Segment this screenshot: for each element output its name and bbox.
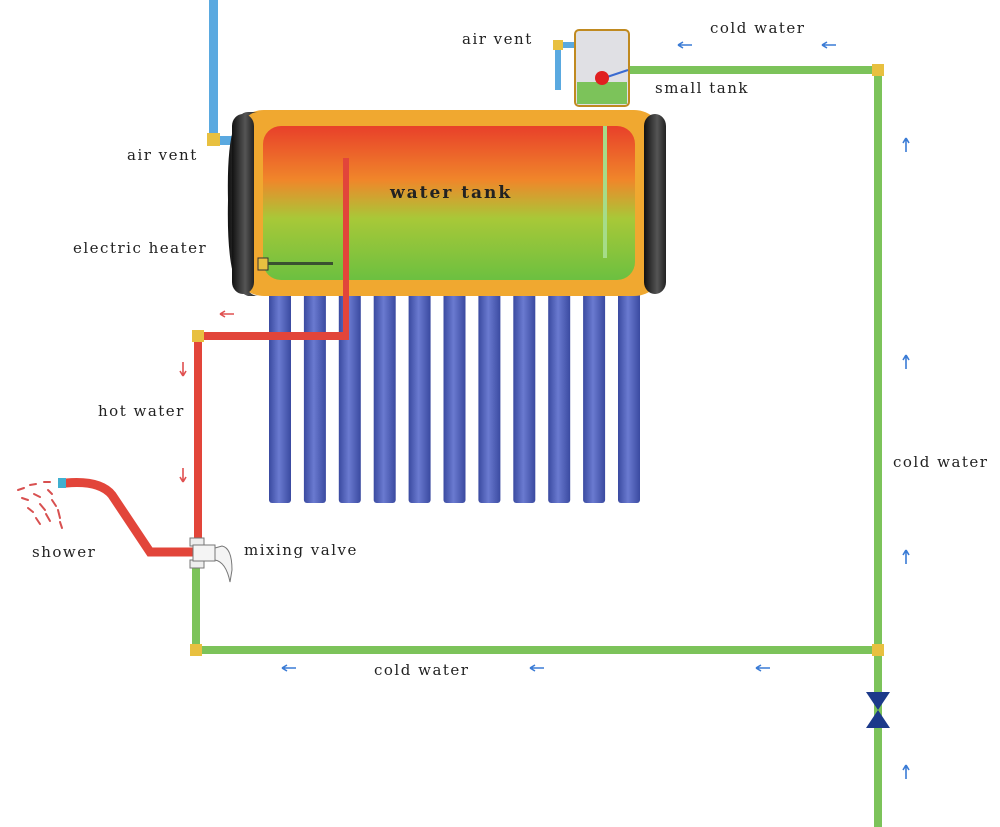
vacuum-tube bbox=[583, 290, 606, 503]
arrow-down-icon bbox=[179, 362, 187, 377]
label-shower: shower bbox=[32, 543, 97, 561]
cold-water-pipe bbox=[190, 64, 884, 827]
arrow-up-icon bbox=[902, 354, 910, 369]
label-cold-water-top: cold water bbox=[710, 19, 806, 37]
arrow-left-icon bbox=[281, 664, 296, 672]
arrow-up-icon bbox=[902, 137, 910, 152]
vacuum-tube bbox=[373, 290, 396, 503]
vacuum-tube bbox=[443, 290, 466, 503]
air-vent-pipe-top bbox=[555, 42, 561, 90]
vacuum-tubes bbox=[269, 290, 640, 503]
air-vent-pipe-left bbox=[207, 0, 237, 146]
label-small-tank: small tank bbox=[655, 79, 749, 97]
label-air-vent-top: air vent bbox=[462, 30, 533, 48]
mixing-valve bbox=[189, 537, 233, 583]
vacuum-tube bbox=[548, 290, 571, 503]
small-tank bbox=[553, 29, 630, 107]
vacuum-tube bbox=[303, 290, 326, 503]
arrow-left-icon bbox=[755, 664, 770, 672]
vacuum-tube bbox=[513, 290, 536, 503]
arrow-up-icon bbox=[902, 549, 910, 564]
label-air-vent-left: air vent bbox=[127, 146, 198, 164]
water-tank bbox=[227, 110, 666, 296]
hot-water-pipe bbox=[192, 158, 349, 542]
float-ball bbox=[595, 71, 609, 85]
vacuum-tube bbox=[408, 290, 431, 503]
vacuum-tube bbox=[338, 290, 361, 503]
cold-inlet-rod bbox=[603, 126, 607, 258]
vacuum-tube bbox=[618, 290, 640, 503]
shower-head bbox=[17, 478, 199, 557]
label-cold-water-bottom: cold water bbox=[374, 661, 470, 679]
arrow-left-icon bbox=[677, 41, 692, 49]
label-mixing-valve: mixing valve bbox=[244, 541, 358, 559]
vacuum-tube bbox=[478, 290, 501, 503]
label-electric-heater: electric heater bbox=[73, 239, 208, 257]
supply-valve bbox=[866, 692, 890, 728]
arrow-left-icon bbox=[821, 41, 836, 49]
arrow-left-icon bbox=[219, 310, 234, 318]
label-hot-water: hot water bbox=[98, 402, 185, 420]
arrow-down-icon bbox=[179, 468, 187, 483]
vacuum-tube bbox=[269, 290, 291, 503]
arrow-left-icon bbox=[529, 664, 544, 672]
electric-heater-element bbox=[257, 257, 333, 271]
flow-arrows bbox=[179, 41, 910, 779]
label-water-tank: water tank bbox=[390, 183, 513, 203]
arrow-up-icon bbox=[902, 764, 910, 779]
label-cold-water-right: cold water bbox=[893, 453, 989, 471]
